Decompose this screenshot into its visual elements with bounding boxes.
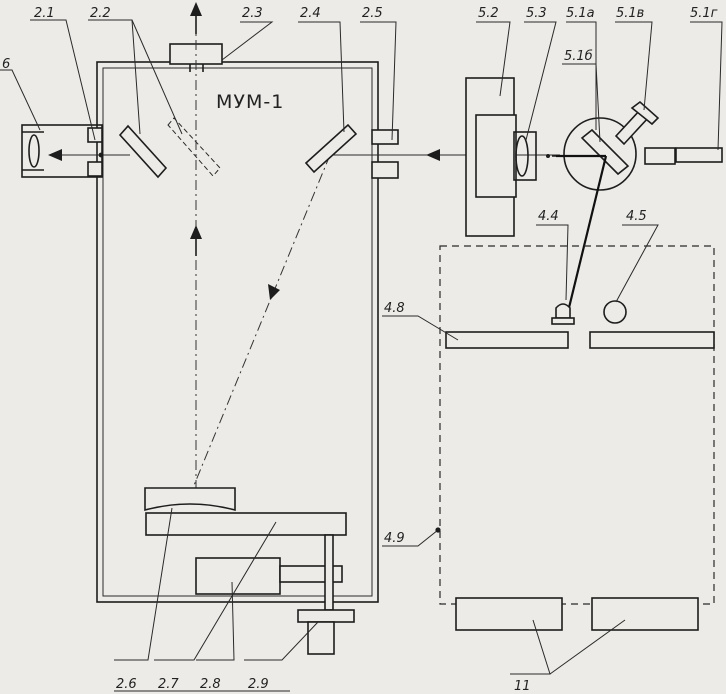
inclined-beam	[189, 154, 331, 496]
label-4-9: 4.9	[384, 531, 405, 546]
block-11-left	[455, 597, 563, 631]
label-11: 11	[514, 679, 531, 694]
label-4-8: 4.8	[384, 301, 405, 316]
label-2-8: 2.8	[200, 677, 221, 692]
chamber-title: МУМ-1	[216, 91, 284, 113]
arrow-left-input-icon	[426, 149, 440, 161]
label-2-6: 2.6	[116, 677, 137, 692]
base-2-8	[195, 557, 281, 595]
leader-lines	[0, 19, 723, 675]
detector-frame-4-9	[439, 245, 715, 605]
stage-2-7	[145, 512, 347, 536]
shaft-2-9	[324, 534, 334, 611]
label-2-4: 2.4	[300, 6, 321, 21]
arrow-down-inclined-icon	[268, 284, 280, 300]
label-4-4: 4.4	[538, 209, 559, 224]
label-2-7: 2.7	[158, 677, 179, 692]
light-source-5-1	[552, 100, 723, 321]
arrow-up-mid-icon	[190, 225, 202, 239]
label-2-2: 2.2	[90, 6, 111, 21]
board-4-8-left	[445, 331, 569, 349]
label-6: 6	[2, 57, 10, 72]
arrow-up-top-icon	[190, 2, 202, 16]
label-5-2: 5.2	[478, 6, 499, 21]
label-5-3: 5.3	[526, 6, 547, 21]
label-4-5: 4.5	[626, 209, 647, 224]
arrow-left-output-icon	[48, 149, 62, 161]
sensor-4-4	[551, 303, 575, 325]
motor-2-9	[307, 621, 335, 655]
mirror-2-4	[304, 123, 358, 174]
junction-dots	[98, 152, 550, 533]
label-5-1b: 5.1б	[564, 49, 593, 64]
board-4-8-right	[589, 331, 715, 349]
label-2-1: 2.1	[34, 6, 55, 21]
label-2-9: 2.9	[248, 677, 269, 692]
mirror-2-2	[118, 117, 221, 179]
label-2-5: 2.5	[362, 6, 383, 21]
label-5-1a: 5.1а	[566, 6, 595, 21]
sensor-4-5	[603, 300, 627, 324]
label-5-1g: 5.1г	[690, 6, 718, 21]
lens-assembly-5-2	[465, 77, 537, 237]
port-2-5	[371, 129, 399, 179]
label-2-3: 2.3	[242, 6, 263, 21]
arrows	[48, 2, 440, 300]
eyepiece-6	[21, 124, 103, 178]
block-11-right	[591, 597, 699, 631]
label-5-1v: 5.1в	[616, 6, 644, 21]
specimen-2-6	[144, 487, 236, 512]
flange-2-9	[297, 609, 355, 623]
